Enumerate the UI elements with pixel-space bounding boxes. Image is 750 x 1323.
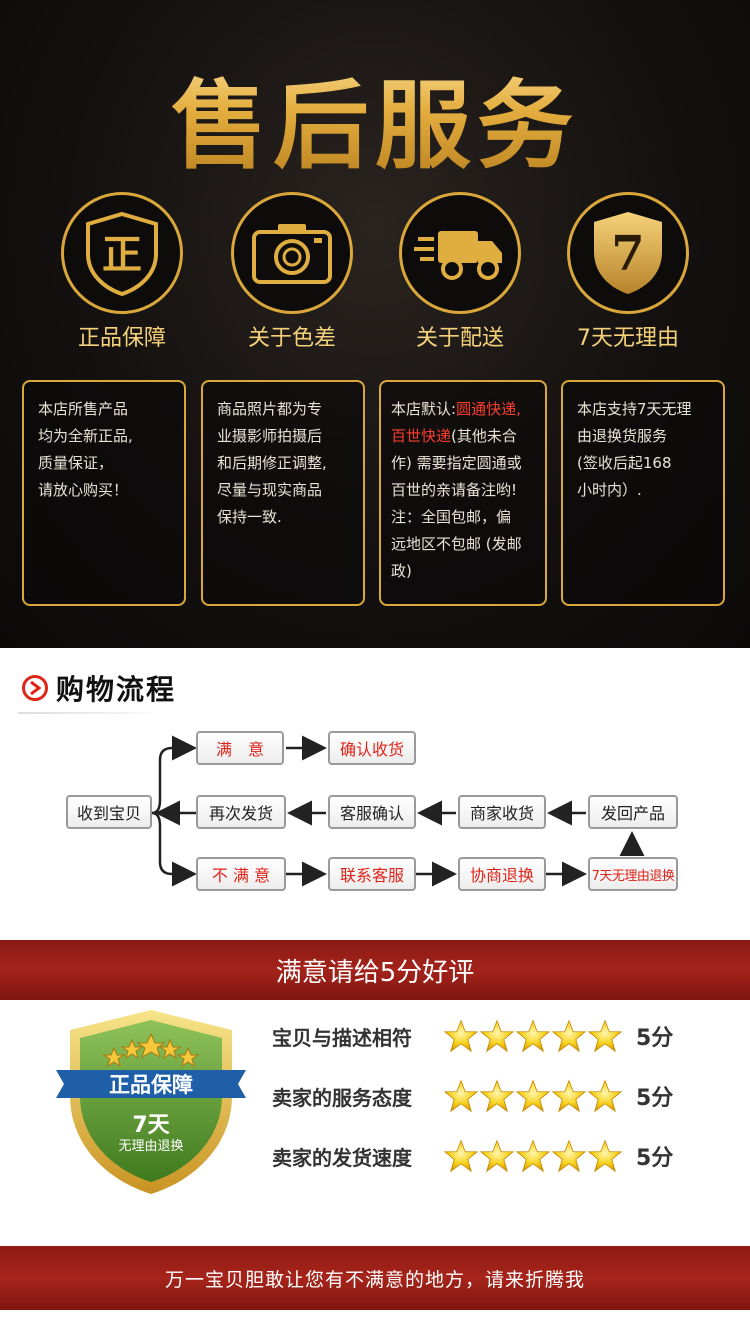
page-title: 售后服务 [0,48,750,187]
node-satisfied: 满 意 [196,731,284,765]
card-line: 远地区不包邮 (发邮 [391,535,522,553]
rating-score: 5分 [636,1086,674,1111]
card-line: (签收后起168 [577,454,672,472]
review-banner: 满意请给5分好评 [0,940,750,1000]
star-rating [444,1079,622,1113]
seven-day-shield-icon: 7 [567,192,689,314]
node-cs-confirm: 客服确认 [328,795,416,829]
node-unsatisfied: 不 满 意 [196,857,286,891]
badge-mid-text: 7天 [132,1113,170,1138]
card-delivery: 本店默认:圆通快递, 百世快递(其他未合 作) 需要指定圆通或 百世的亲请备注哟… [379,380,547,606]
star-rating [444,1139,622,1173]
node-seven-day-return: 7天无理由退换 [588,857,678,891]
star-icon [444,1079,478,1113]
star-icon [516,1019,550,1053]
rating-label: 宝贝与描述相符 [272,1025,412,1050]
star-icon [444,1139,478,1173]
card-line: 百世的亲请备注哟! [391,481,518,499]
guarantee-badge-icon: 正品保障 7天 无理由退换 [56,1010,246,1194]
card-line: 政) [391,562,412,580]
feature-label-seven-day: 7天无理由 [577,326,679,351]
card-text: 本店默认: [391,400,457,418]
card-line: 请放心购买！ [38,481,129,499]
flow-arrows [151,735,645,887]
card-seven-day: 本店支持7天无理 由退换货服务 (签收后起168 小时内）. [561,380,725,606]
star-icon [516,1139,550,1173]
card-line: 质量保证， [38,454,114,472]
heading-underline [18,712,158,714]
card-line: 本店所售产品 [38,400,129,418]
feature-label-delivery: 关于配送 [415,326,504,351]
star-icon [552,1019,586,1053]
node-resend: 再次发货 [196,795,286,829]
arrow-circle-icon [22,675,48,701]
truck-icon [399,192,521,314]
rating-row: 宝贝与描述相符 5分 [272,1016,673,1056]
node-receive: 收到宝贝 [66,795,152,829]
card-line: 由退换货服务 [577,427,668,445]
rating-score: 5分 [636,1026,674,1051]
camera-icon [231,192,353,314]
card-line: 均为全新正品, [38,427,133,445]
star-icon [552,1139,586,1173]
card-line: 业摄影师拍摄后 [217,427,323,445]
star-icon [516,1079,550,1113]
star-icon [480,1079,514,1113]
star-rating [444,1019,622,1053]
star-icon [552,1079,586,1113]
after-sales-section: 售后服务 正 正品保障 关于色差 关于配送 [0,0,750,648]
card-line: 商品照片都为专 [217,400,323,418]
feature-label-authentic: 正品保障 [77,326,166,351]
card-line: 尽量与现实商品 [217,481,323,499]
rating-label: 卖家的服务态度 [272,1085,412,1110]
process-title: 购物流程 [56,673,177,706]
star-icon [588,1019,622,1053]
card-line: 作) 需要指定圆通或 [391,454,522,472]
card-line: 小时内）. [577,481,642,499]
seven-glyph: 7 [611,226,644,282]
card-line: 和后期修正调整, [217,454,327,472]
card-line: 本店支持7天无理 [577,400,692,418]
star-icon [588,1079,622,1113]
badge-bottom-text: 无理由退换 [118,1139,183,1154]
star-icon [480,1019,514,1053]
feature-label-color: 关于色差 [247,326,336,351]
card-line: 保持一致. [217,508,282,526]
authentic-guarantee-icon: 正 [61,192,183,314]
card-line: 注：全国包邮，偏 [391,508,512,526]
rating-row: 卖家的发货速度 5分 [272,1136,673,1176]
rating-label: 卖家的发货速度 [272,1145,412,1170]
node-confirm-receipt: 确认收货 [328,731,416,765]
card-highlight: 百世快递 [391,427,452,445]
star-icon [444,1019,478,1053]
footer-banner: 万一宝贝胆敢让您有不满意的地方，请来折腾我 [0,1246,750,1310]
node-negotiate: 协商退换 [458,857,546,891]
badge-top-text: 正品保障 [109,1073,193,1097]
zheng-glyph: 正 [102,231,142,278]
card-authentic: 本店所售产品 均为全新正品, 质量保证， 请放心购买！ [22,380,186,606]
rating-score: 5分 [636,1146,674,1171]
process-heading: 购物流程 [22,668,176,708]
node-return-product: 发回产品 [588,795,678,829]
card-color: 商品照片都为专 业摄影师拍摄后 和后期修正调整, 尽量与现实商品 保持一致. [201,380,365,606]
rating-row: 卖家的服务态度 5分 [272,1076,673,1116]
node-contact-cs: 联系客服 [328,857,416,891]
star-icon [480,1139,514,1173]
card-highlight: 圆通快递, [456,400,521,418]
node-merchant-receive: 商家收货 [458,795,546,829]
card-text: (其他未合 [451,427,517,445]
star-icon [588,1139,622,1173]
